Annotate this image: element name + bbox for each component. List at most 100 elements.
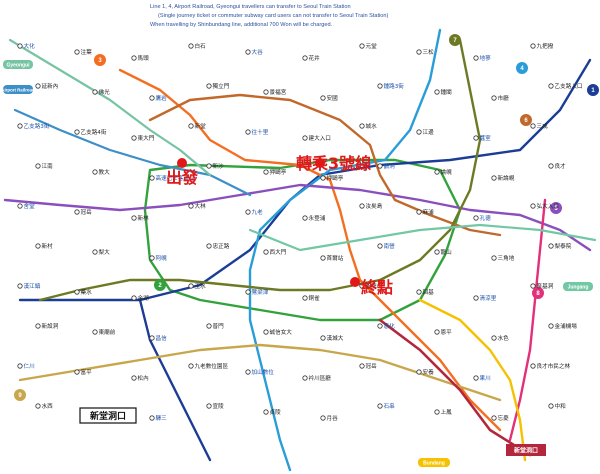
station-dot[interactable] xyxy=(549,324,553,328)
station-dot[interactable] xyxy=(264,410,268,414)
station-dot[interactable] xyxy=(549,404,553,408)
station-dot[interactable] xyxy=(303,136,307,140)
station-dot[interactable] xyxy=(93,330,97,334)
station-dot[interactable] xyxy=(435,170,439,174)
station-dot[interactable] xyxy=(417,50,421,54)
station-dot[interactable] xyxy=(492,336,496,340)
station-dot[interactable] xyxy=(75,290,79,294)
station-dot[interactable] xyxy=(303,216,307,220)
station-dot[interactable] xyxy=(417,370,421,374)
station-dot[interactable] xyxy=(417,130,421,134)
station-dot[interactable] xyxy=(360,364,364,368)
station-dot[interactable] xyxy=(246,130,250,134)
station-dot[interactable] xyxy=(36,84,40,88)
station-dot[interactable] xyxy=(132,56,136,60)
station-dot[interactable] xyxy=(474,296,478,300)
station-dot[interactable] xyxy=(531,364,535,368)
station-dot[interactable] xyxy=(93,90,97,94)
station-dot[interactable] xyxy=(435,250,439,254)
station-dot[interactable] xyxy=(474,56,478,60)
station-dot[interactable] xyxy=(474,376,478,380)
station-dot[interactable] xyxy=(531,204,535,208)
station-dot[interactable] xyxy=(360,44,364,48)
station-dot[interactable] xyxy=(435,90,439,94)
station-dot[interactable] xyxy=(189,44,193,48)
station-dot[interactable] xyxy=(246,370,250,374)
station-dot[interactable] xyxy=(303,56,307,60)
station-dot[interactable] xyxy=(150,176,154,180)
station-dot[interactable] xyxy=(189,204,193,208)
station-dot[interactable] xyxy=(360,124,364,128)
station-dot[interactable] xyxy=(18,364,22,368)
station-dot[interactable] xyxy=(75,50,79,54)
station-dot[interactable] xyxy=(303,376,307,380)
station-dot[interactable] xyxy=(321,96,325,100)
station-dot[interactable] xyxy=(132,376,136,380)
station-dot[interactable] xyxy=(435,330,439,334)
line-badge-3[interactable]: 3 xyxy=(94,54,106,66)
station-dot[interactable] xyxy=(207,324,211,328)
station-dot[interactable] xyxy=(549,244,553,248)
station-dot[interactable] xyxy=(132,216,136,220)
station-dot[interactable] xyxy=(435,410,439,414)
end-station-marker[interactable] xyxy=(350,277,360,287)
line-badge-2[interactable]: 2 xyxy=(154,279,166,291)
station-dot[interactable] xyxy=(492,416,496,420)
station-dot[interactable] xyxy=(246,290,250,294)
station-dot[interactable] xyxy=(93,170,97,174)
station-dot[interactable] xyxy=(264,90,268,94)
station-dot[interactable] xyxy=(150,96,154,100)
station-dot[interactable] xyxy=(18,284,22,288)
line-badge-1[interactable]: 1 xyxy=(587,84,599,96)
station-dot[interactable] xyxy=(189,364,193,368)
station-dot[interactable] xyxy=(321,176,325,180)
station-dot[interactable] xyxy=(150,336,154,340)
station-dot[interactable] xyxy=(207,164,211,168)
station-dot[interactable] xyxy=(549,84,553,88)
station-dot[interactable] xyxy=(18,44,22,48)
station-dot[interactable] xyxy=(417,210,421,214)
station-dot[interactable] xyxy=(36,324,40,328)
station-dot[interactable] xyxy=(189,284,193,288)
station-dot[interactable] xyxy=(189,124,193,128)
station-dot[interactable] xyxy=(93,250,97,254)
station-dot[interactable] xyxy=(207,84,211,88)
line-badge-6[interactable]: 6 xyxy=(520,114,532,126)
station-dot[interactable] xyxy=(150,416,154,420)
station-dot[interactable] xyxy=(378,164,382,168)
station-dot[interactable] xyxy=(531,44,535,48)
station-dot[interactable] xyxy=(303,296,307,300)
station-dot[interactable] xyxy=(378,404,382,408)
station-dot[interactable] xyxy=(18,124,22,128)
station-dot[interactable] xyxy=(531,284,535,288)
station-dot[interactable] xyxy=(75,210,79,214)
station-dot[interactable] xyxy=(36,244,40,248)
station-dot[interactable] xyxy=(321,256,325,260)
station-dot[interactable] xyxy=(207,404,211,408)
station-dot[interactable] xyxy=(417,290,421,294)
station-dot[interactable] xyxy=(378,84,382,88)
station-dot[interactable] xyxy=(75,130,79,134)
station-dot[interactable] xyxy=(246,50,250,54)
station-dot[interactable] xyxy=(321,416,325,420)
station-dot[interactable] xyxy=(36,164,40,168)
station-dot[interactable] xyxy=(474,216,478,220)
station-dot[interactable] xyxy=(264,170,268,174)
station-dot[interactable] xyxy=(36,404,40,408)
line-badge-7[interactable]: 7 xyxy=(449,34,461,46)
station-dot[interactable] xyxy=(264,330,268,334)
station-dot[interactable] xyxy=(207,244,211,248)
station-dot[interactable] xyxy=(360,204,364,208)
station-dot[interactable] xyxy=(378,324,382,328)
station-dot[interactable] xyxy=(321,336,325,340)
line-badge-4[interactable]: 4 xyxy=(516,62,528,74)
station-dot[interactable] xyxy=(492,256,496,260)
station-dot[interactable] xyxy=(492,176,496,180)
station-dot[interactable] xyxy=(75,370,79,374)
start-station-marker[interactable] xyxy=(177,158,187,168)
station-dot[interactable] xyxy=(492,96,496,100)
station-dot[interactable] xyxy=(132,136,136,140)
station-dot[interactable] xyxy=(18,204,22,208)
station-dot[interactable] xyxy=(132,296,136,300)
station-dot[interactable] xyxy=(378,244,382,248)
